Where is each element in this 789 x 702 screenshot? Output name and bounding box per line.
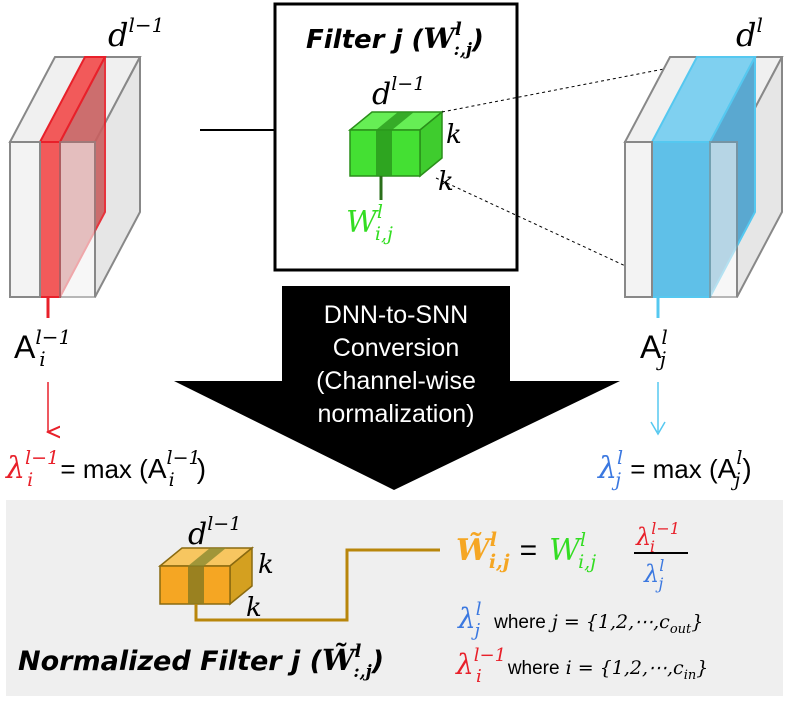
input-block-front-left — [9, 141, 41, 298]
output-block-front-right — [709, 141, 738, 298]
conversion-line-3: (Channel-wise — [316, 367, 476, 395]
output-block-front-left — [624, 141, 653, 298]
projection-line-top — [441, 61, 701, 113]
filter-k-right: k — [446, 120, 462, 150]
filter-slice-top — [376, 112, 414, 130]
normalized-title: Normalized Filter j (W̃l:,j) — [18, 641, 384, 682]
normalized-k-right: k — [258, 550, 274, 580]
input-feature-map — [8, 56, 142, 432]
normalized-slice-front — [188, 566, 204, 604]
input-block-front-right — [59, 141, 96, 298]
filter-title: Filter j (Wl:,j) — [306, 19, 484, 60]
output-channel-front — [651, 141, 711, 298]
output-depth-label: dl — [736, 13, 763, 54]
filter-depth-label: dl−1 — [372, 73, 425, 112]
output-down-arrow-head — [650, 421, 666, 436]
normalized-depth-label: dl−1 — [188, 513, 241, 552]
conversion-line-2: Conversion — [333, 334, 459, 362]
normalized-slice-top — [188, 548, 226, 566]
input-channel-front — [39, 141, 61, 298]
conversion-arrow — [174, 286, 620, 490]
input-depth-label: dl−1 — [108, 13, 164, 54]
filter-k-bottom: k — [438, 167, 454, 197]
normalized-connector — [194, 548, 440, 622]
filter-cube — [347, 110, 445, 200]
normalized-cube — [157, 546, 255, 606]
normalized-panel — [6, 500, 783, 696]
projection-line-bottom — [435, 177, 661, 283]
conversion-line-4: normalization) — [317, 400, 474, 428]
filter-slice-front — [376, 130, 392, 176]
conversion-line-1: DNN-to-SNN — [324, 301, 468, 329]
normalized-k-bottom: k — [246, 593, 262, 623]
output-feature-map — [623, 56, 784, 436]
